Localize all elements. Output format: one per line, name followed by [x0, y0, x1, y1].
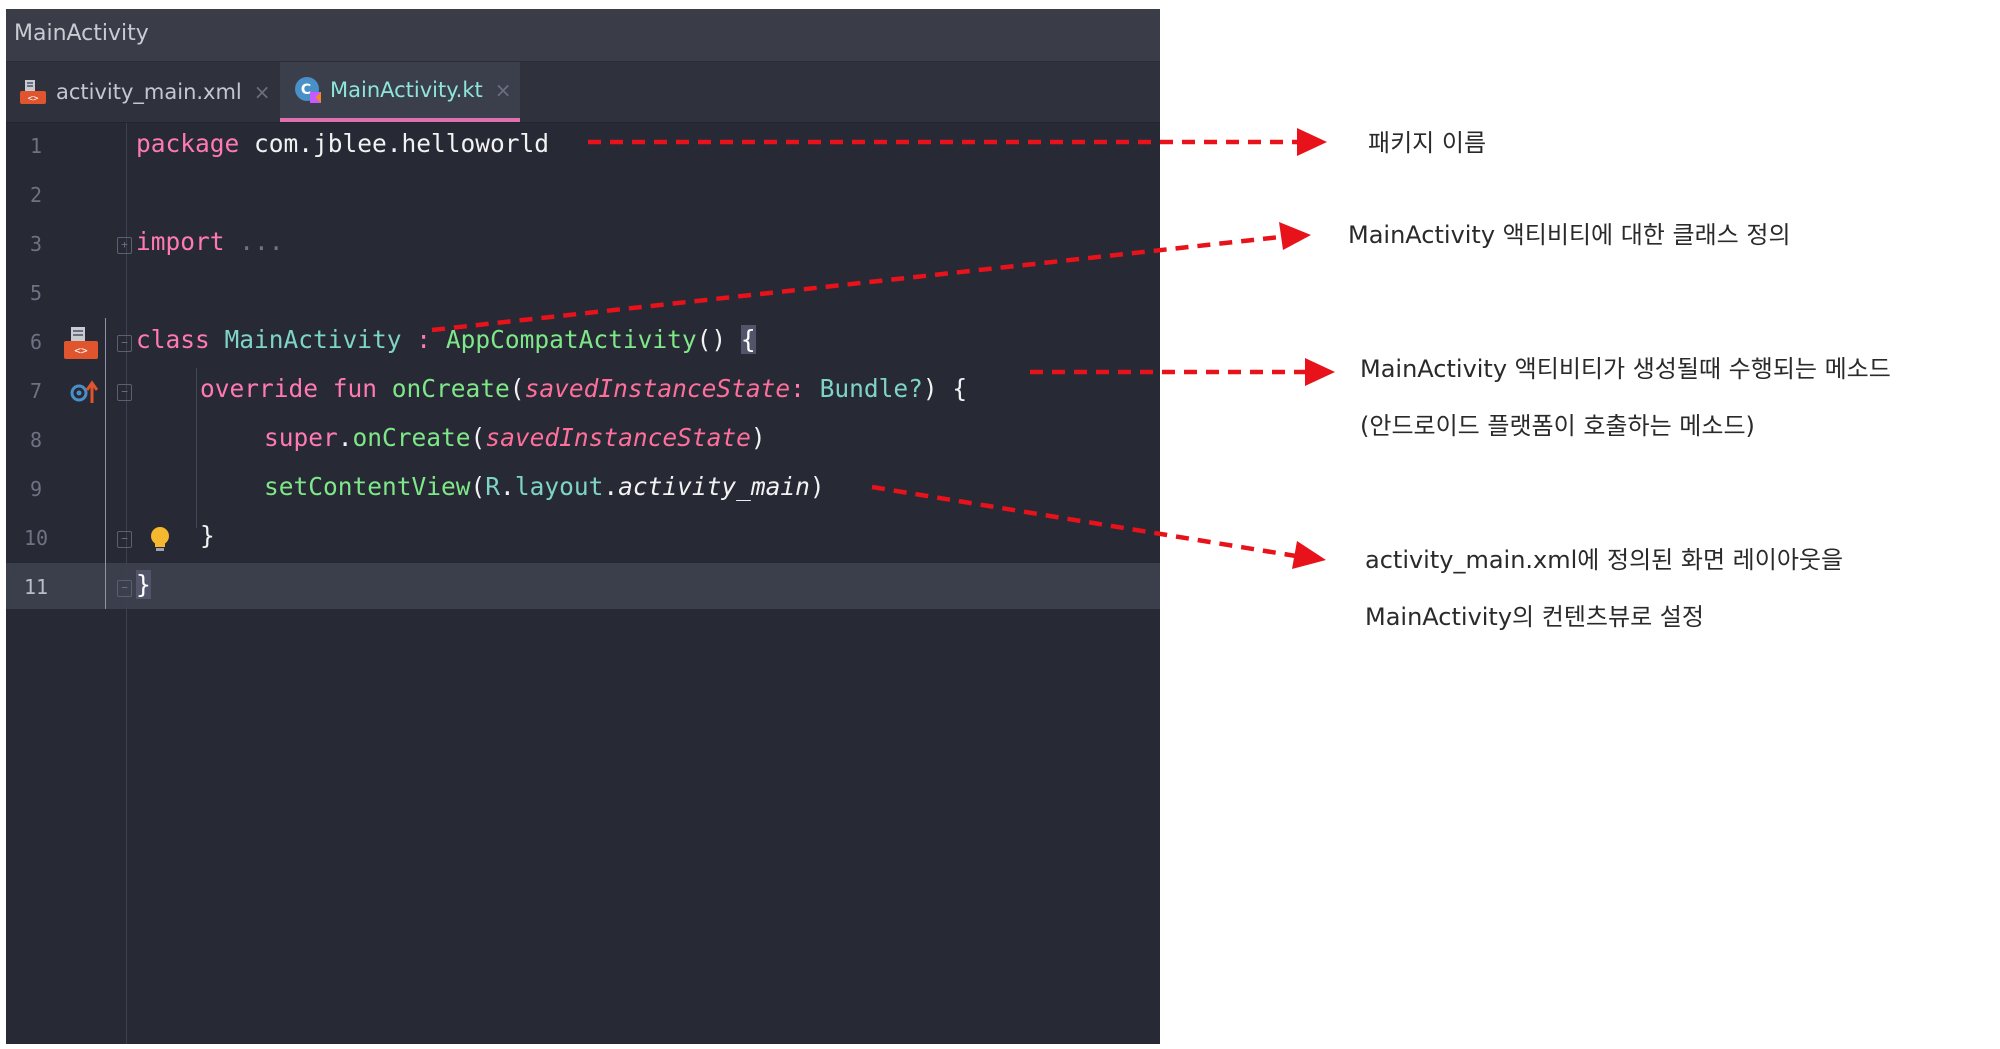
- lightbulb-icon[interactable]: [149, 526, 171, 558]
- line-number: 6: [29, 330, 43, 354]
- annotation-class-definition: MainActivity 액티비티에 대한 클래스 정의: [1348, 221, 1791, 249]
- annotation-oncreate-note: (안드로이드 플랫폼이 호출하는 메소드): [1360, 412, 1755, 440]
- code-line[interactable]: 1 package com.jblee.helloworld: [6, 123, 1160, 172]
- colon: :: [401, 325, 446, 354]
- colon: :: [790, 374, 820, 403]
- function-name: onCreate: [391, 374, 510, 403]
- fold-collapse-icon[interactable]: −: [117, 384, 132, 401]
- kotlin-class-file-icon: C: [294, 76, 322, 104]
- superclass-name: AppCompatActivity: [445, 325, 697, 354]
- line-number: 5: [29, 281, 43, 305]
- parameter-name: savedInstanceState: [524, 374, 791, 403]
- dot: .: [603, 472, 619, 501]
- editor-tab-bar: <> activity_main.xml × C MainActivity.kt…: [6, 62, 1160, 123]
- code-text: import ...: [136, 227, 284, 256]
- svg-text:<>: <>: [74, 344, 88, 357]
- fold-end-icon[interactable]: −: [117, 580, 132, 597]
- keyword-super: super: [264, 423, 338, 452]
- annotation-package-name: 패키지 이름: [1368, 129, 1487, 157]
- code-line[interactable]: 9 setContentView(R.layout.activity_main): [6, 466, 1160, 515]
- annotation-setcontentview-note: MainActivity의 컨텐츠뷰로 설정: [1365, 603, 1704, 631]
- current-line-highlight: [6, 563, 1160, 609]
- code-text: class MainActivity : AppCompatActivity()…: [136, 325, 756, 354]
- code-editor[interactable]: 1 package com.jblee.helloworld 2 3 + imp…: [6, 123, 1160, 1044]
- code-line[interactable]: 10 − }: [6, 515, 1160, 564]
- line-number: 7: [29, 379, 43, 403]
- tab-label: activity_main.xml: [56, 80, 242, 104]
- code-text: override fun onCreate(savedInstanceState…: [200, 374, 967, 403]
- code-text: }: [136, 570, 151, 599]
- closing-brace: }: [200, 521, 215, 550]
- layout-xml-gutter-icon[interactable]: <>: [64, 327, 98, 363]
- indent-guide: [196, 368, 197, 528]
- change-marker: [105, 318, 106, 609]
- code-text: }: [200, 521, 215, 550]
- package-name: com.jblee.helloworld: [239, 129, 550, 158]
- code-line[interactable]: 6 <> − class MainActivity : AppCompatAct…: [6, 319, 1160, 368]
- close-paren: ): [809, 472, 825, 501]
- svg-text:C: C: [301, 82, 311, 98]
- keyword-import: import: [136, 227, 225, 256]
- open-paren: (: [509, 374, 525, 403]
- arrowhead: [1297, 128, 1327, 156]
- line-number: 3: [29, 232, 43, 256]
- line-number: 10: [23, 526, 49, 550]
- matched-brace: }: [136, 570, 151, 599]
- keyword-class: class: [136, 325, 210, 354]
- line-number: 2: [29, 183, 43, 207]
- fold-expand-icon[interactable]: +: [117, 237, 132, 254]
- function-name: setContentView: [264, 472, 471, 501]
- svg-text:<>: <>: [28, 94, 39, 104]
- line-number: 11: [23, 575, 49, 599]
- code-text: package com.jblee.helloworld: [136, 129, 549, 158]
- argument-name: savedInstanceState: [485, 423, 751, 452]
- override-gutter-icon[interactable]: [70, 379, 99, 409]
- dot: .: [500, 472, 515, 501]
- arrowhead: [1292, 541, 1326, 569]
- annotation-oncreate: MainActivity 액티비티가 생성될때 수행되는 메소드: [1360, 355, 1891, 383]
- close-tab-icon[interactable]: ×: [253, 80, 271, 104]
- code-line[interactable]: 3 + import ...: [6, 221, 1160, 270]
- close-tab-icon[interactable]: ×: [494, 78, 512, 102]
- r-class: R: [485, 472, 501, 501]
- line-number: 9: [29, 477, 43, 501]
- tab-activity-main-xml[interactable]: <> activity_main.xml ×: [20, 62, 280, 122]
- parameter-type: Bundle?: [819, 374, 923, 403]
- code-line[interactable]: 8 super.onCreate(savedInstanceState): [6, 417, 1160, 466]
- line-number: 1: [29, 134, 43, 158]
- ide-window: MainActivity <> activity_main.xml × C: [6, 9, 1160, 1044]
- gutter-separator: [126, 123, 127, 1044]
- parens: (): [696, 325, 741, 354]
- title-bar: MainActivity: [6, 9, 1160, 62]
- close-paren-brace: ) {: [922, 374, 968, 403]
- fold-collapse-icon[interactable]: −: [117, 335, 132, 352]
- xml-layout-file-icon: <>: [20, 80, 46, 104]
- layout-ref: layout: [514, 472, 604, 501]
- code-line[interactable]: 2: [6, 172, 1160, 221]
- arrowhead: [1279, 222, 1311, 250]
- code-line[interactable]: 11 − }: [6, 564, 1160, 613]
- matched-brace: {: [740, 325, 756, 354]
- class-name: MainActivity: [224, 325, 402, 354]
- open-paren: (: [470, 472, 486, 501]
- open-paren: (: [470, 423, 486, 452]
- tab-label: MainActivity.kt: [330, 78, 483, 102]
- line-number: 8: [29, 428, 43, 452]
- fold-end-icon[interactable]: −: [117, 531, 132, 548]
- close-paren: ): [750, 423, 766, 452]
- code-line[interactable]: 7 − override fun onCreate(savedInstanceS…: [6, 368, 1160, 417]
- annotation-setcontentview: activity_main.xml에 정의된 화면 레이아웃을: [1365, 546, 1844, 574]
- resource-name: activity_main: [618, 472, 810, 501]
- window-title: MainActivity: [14, 21, 149, 46]
- code-line[interactable]: 5: [6, 270, 1160, 319]
- tab-mainactivity-kt[interactable]: C MainActivity.kt ×: [280, 62, 520, 122]
- keyword-package: package: [136, 129, 240, 158]
- keyword-override-fun: override fun: [200, 374, 378, 403]
- dot: .: [337, 423, 353, 452]
- code-text: setContentView(R.layout.activity_main): [264, 472, 825, 501]
- arrowhead: [1305, 358, 1335, 386]
- function-name: onCreate: [352, 423, 471, 452]
- folded-imports[interactable]: ...: [224, 227, 284, 256]
- code-text: super.onCreate(savedInstanceState): [264, 423, 766, 452]
